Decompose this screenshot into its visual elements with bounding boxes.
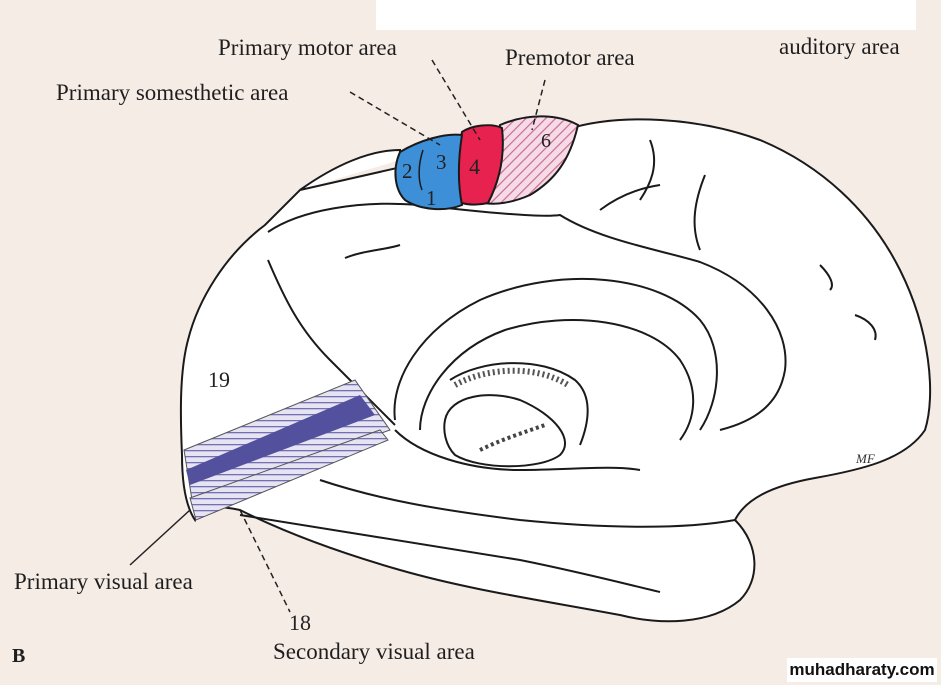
leader-premotor — [531, 79, 546, 131]
area-number-19: 19 — [208, 367, 230, 392]
brainstem-curve — [394, 429, 641, 472]
frontal-sulcus-5 — [599, 184, 661, 211]
watermark: muhadharaty.com — [787, 658, 937, 682]
area-17-band — [186, 395, 375, 485]
frontal-sulcus-1 — [693, 174, 706, 251]
temporal-sulcus — [239, 514, 661, 593]
area-number-3: 3 — [436, 150, 447, 174]
leader-primary-visual — [129, 509, 191, 566]
somesthetic-divider — [418, 149, 424, 191]
area-18-band — [189, 429, 389, 521]
leader-secondary-visual — [239, 509, 291, 613]
fornix-dots — [453, 367, 570, 388]
area-number-4: 4 — [469, 154, 480, 179]
corpus-callosum-outer — [393, 278, 718, 431]
frontal-sulcus-4 — [854, 314, 877, 341]
label-premotor-area: Premotor area — [505, 45, 635, 70]
label-secondary-visual-area: Secondary visual area — [273, 639, 475, 664]
parieto-occipital-sulcus — [267, 259, 396, 426]
label-primary-somesthetic-area: Primary somesthetic area — [56, 80, 289, 105]
cingulate-sulcus-branch — [344, 244, 401, 259]
label-primary-motor-area: Primary motor area — [218, 35, 397, 60]
cingulate-gyrus — [267, 202, 787, 431]
area-number-6: 6 — [541, 130, 551, 152]
area-somesthetic — [394, 133, 464, 211]
frontal-sulcus-3 — [819, 264, 833, 291]
figure-letter: B — [12, 645, 26, 667]
thalamus-mark — [479, 423, 546, 452]
artist-initials: MF — [855, 451, 876, 466]
area-number-1: 1 — [426, 186, 437, 210]
leader-somesthetic — [349, 91, 441, 146]
label-auditory-area: auditory area — [779, 34, 900, 59]
frontal-sulcus-2 — [639, 139, 656, 201]
label-primary-visual-area: Primary visual area — [14, 569, 193, 594]
area-number-18: 18 — [289, 610, 311, 635]
corpus-callosum-inner — [419, 319, 695, 441]
area-number-2: 2 — [402, 159, 413, 183]
top-white-strip — [376, 0, 916, 30]
leader-motor — [431, 59, 481, 141]
temporal-sulcus-2 — [319, 479, 736, 528]
thalamus — [443, 394, 566, 468]
